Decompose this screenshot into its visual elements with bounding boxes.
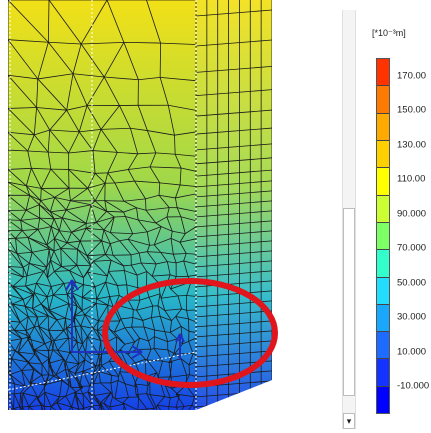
side-face xyxy=(196,0,272,410)
legend-tick-label: 170.00 xyxy=(397,70,427,82)
fem-mesh-model xyxy=(7,0,278,410)
legend-tick-label: -10.000 xyxy=(397,380,430,392)
legend-unit-label: [*10⁻³m] xyxy=(372,28,406,38)
model-viewport[interactable] xyxy=(0,0,340,433)
scrollbar-thumb[interactable] xyxy=(343,208,355,396)
legend-swatch xyxy=(377,304,389,333)
legend-tick-label: 110.00 xyxy=(397,173,426,185)
legend-tick-label: 130.00 xyxy=(397,139,427,151)
vertical-scrollbar[interactable]: ▾ xyxy=(342,10,356,429)
legend-swatch xyxy=(377,59,389,87)
axis-arrows-icon xyxy=(65,279,185,360)
legend-tick-label: 10.000 xyxy=(397,346,427,358)
legend-swatch xyxy=(377,250,389,278)
legend-tick-label: 30.000 xyxy=(397,311,427,323)
highlight-ellipse xyxy=(102,278,278,388)
legend-color-bar xyxy=(376,58,390,414)
legend-tick-label: 150.00 xyxy=(397,104,427,116)
legend-swatch xyxy=(377,140,389,169)
legend-swatch xyxy=(377,332,389,360)
legend-swatch xyxy=(377,113,389,141)
side-mesh-lines xyxy=(196,0,272,410)
legend-swatch xyxy=(377,359,389,387)
legend-tick-label: 50.000 xyxy=(397,277,427,289)
legend-swatch xyxy=(377,386,389,414)
legend-tick-label: 90.000 xyxy=(397,208,427,220)
legend-tick-label: 70.000 xyxy=(397,242,427,254)
legend-swatch xyxy=(377,86,389,114)
legend-swatch xyxy=(377,222,389,251)
legend-swatch xyxy=(377,168,389,196)
scroll-down-arrow-icon[interactable]: ▾ xyxy=(343,413,355,429)
legend-swatch xyxy=(377,277,389,305)
color-legend: [*10⁻³m] 170.00 150.00 130.00 110.00 90.000 7… xyxy=(372,28,431,414)
legend-swatch xyxy=(377,195,389,223)
